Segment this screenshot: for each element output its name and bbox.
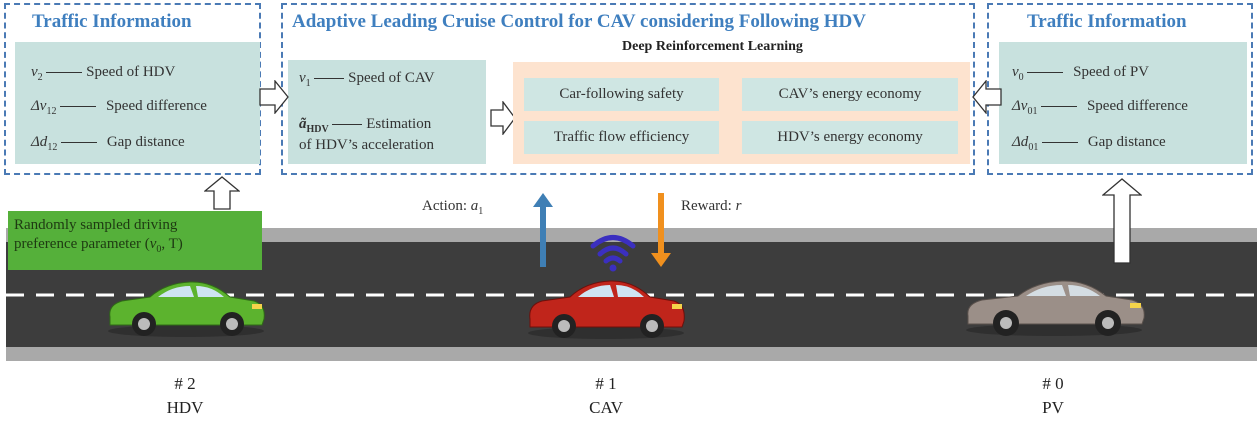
right-row-gap: Δd01 Gap distance	[1012, 134, 1166, 153]
left-row-symbol: v	[31, 64, 38, 80]
right-to-center-arrow	[972, 80, 1002, 114]
drl-label: Deep Reinforcement Learning	[622, 39, 803, 54]
note-to-left-box-arrow	[204, 176, 240, 210]
cav-speed-row: v1 Speed of CAV	[299, 70, 435, 89]
left-row-speed: v2 Speed of HDV	[31, 64, 176, 83]
hdv-accel-row-line2: of HDV’s acceleration	[299, 137, 434, 153]
objective-hdv-energy: HDV’s energy economy	[742, 121, 958, 154]
reward-arrow	[651, 193, 671, 267]
objective-cav-energy: CAV’s energy economy	[742, 78, 958, 111]
objective-safety: Car-following safety	[524, 78, 719, 111]
note-line2: preference parameter (v0, T)	[14, 236, 183, 255]
hdv-car	[108, 281, 265, 337]
hdv-accel-row: ãHDV Estimation	[299, 116, 432, 135]
right-row-speed-diff: Δv01 Speed difference	[1012, 98, 1188, 117]
pv-car	[966, 280, 1145, 336]
right-box-title: Traffic Information	[1027, 11, 1187, 32]
left-row-speed-diff: Δv12 Speed difference	[31, 98, 207, 117]
right-info-panel	[999, 42, 1247, 164]
wifi-icon	[590, 235, 636, 272]
cav-input-panel	[288, 60, 486, 164]
alcc-title: Adaptive Leading Cruise Control for CAV …	[292, 11, 866, 32]
input-to-drl-arrow	[490, 101, 516, 135]
reward-label: Reward: r	[681, 198, 742, 214]
left-info-panel	[15, 42, 260, 164]
objective-flow-efficiency: Traffic flow efficiency	[524, 121, 719, 154]
pv-to-right-box-arrow	[1102, 178, 1142, 264]
right-row-speed: v0 Speed of PV	[1012, 64, 1149, 83]
note-line1: Randomly sampled driving	[14, 217, 178, 233]
action-arrow	[533, 193, 553, 267]
cav-car	[528, 280, 685, 339]
driving-preference-note: Randomly sampled driving preference para…	[8, 211, 262, 270]
left-box-title: Traffic Information	[32, 11, 192, 32]
left-row-gap: Δd12 Gap distance	[31, 134, 185, 153]
action-label: Action: a1	[422, 198, 484, 217]
left-to-center-arrow	[259, 80, 289, 114]
